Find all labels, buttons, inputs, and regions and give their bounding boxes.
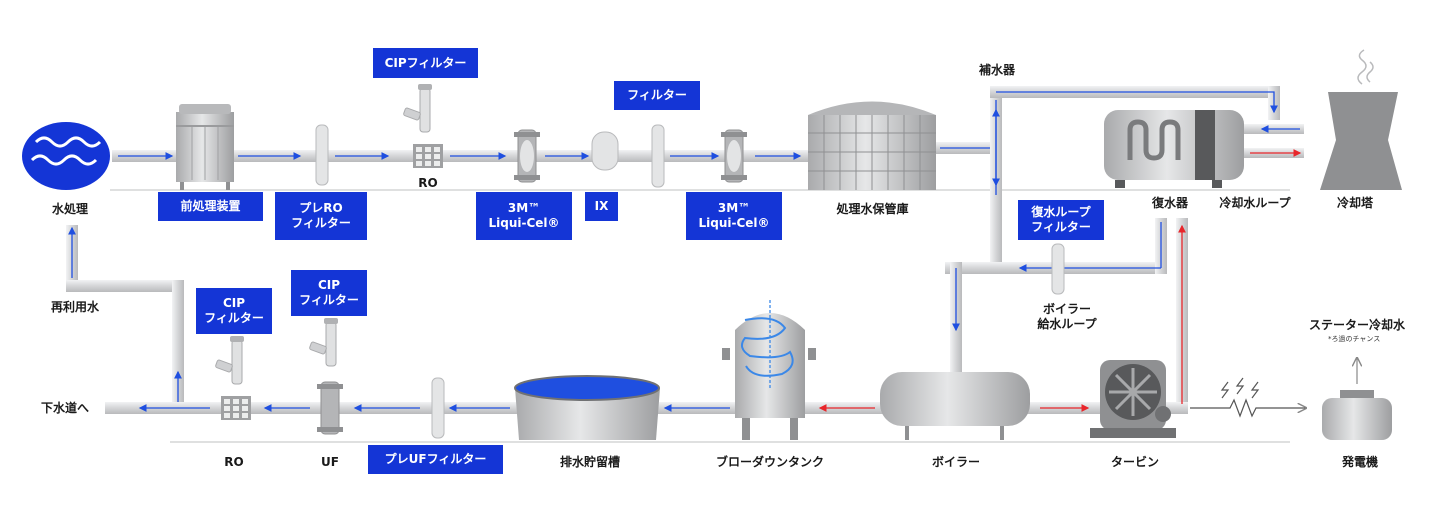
generator-unit [1322, 390, 1392, 440]
water-waves-icon [22, 122, 110, 190]
tag-text-line2: Liqui-Cel® [488, 216, 560, 230]
label-to-sewer: 下水道へ [40, 401, 89, 415]
condenser-unit [1104, 110, 1244, 188]
label-ro-top: RO [418, 176, 438, 190]
tag-text-line1: CIP [317, 278, 341, 292]
cip-filter-cartridge-uf [309, 318, 338, 367]
tag-text-line1: 復水ループ [1031, 205, 1091, 219]
label-boiler-feed-loop: ボイラー 給水ループ [1022, 302, 1112, 332]
label-condenser: 復水器 [1151, 196, 1188, 210]
pretreatment-tank [176, 104, 234, 190]
tag-text-line1: CIP [222, 296, 246, 310]
label-boiler-feed-line2: 給水ループ [1037, 317, 1097, 331]
label-stator-cooling: ステーター冷却水 [1308, 318, 1405, 332]
label-water-treatment: 水処理 [51, 202, 88, 216]
tag-text: プレUFフィルター [384, 452, 487, 466]
uf-unit [317, 381, 343, 435]
pre-ro-filter-cartridge [315, 124, 329, 186]
label-blowdown-tank: ブローダウンタンク [715, 455, 824, 469]
tag-text-line2: フィルター [291, 216, 351, 230]
tag-text: 前処理装置 [180, 199, 241, 213]
tag-cip-filter-uf: CIP フィルター [291, 270, 367, 316]
tag-text-line1: 3M™ [717, 201, 751, 215]
label-turbine: タービン [1110, 455, 1159, 469]
tag-cip-filter-ro: CIP フィルター [196, 288, 272, 334]
tag-text: IX [594, 199, 609, 213]
label-uf: UF [321, 455, 339, 469]
tag-text-line2: フィルター [1031, 220, 1091, 234]
tag-cip-filter-top: CIPフィルター [373, 48, 478, 78]
drain-tank [514, 375, 660, 440]
tag-text-line1: 3M™ [507, 201, 541, 215]
label-generator: 発電機 [1341, 455, 1378, 469]
reuse-pipe [66, 225, 184, 408]
label-drain-tank: 排水貯留槽 [559, 455, 620, 469]
cooling-tower [1320, 92, 1402, 190]
tag-liquicel-2: 3M™ Liqui-Cel® [686, 192, 782, 240]
tag-pre-uf-filter: プレUFフィルター [368, 445, 503, 474]
tag-liquicel-1: 3M™ Liqui-Cel® [476, 192, 572, 240]
treated-water-storage-tank [808, 101, 936, 190]
tag-text-line1: プレRO [299, 201, 343, 215]
tag-text-line2: フィルター [204, 311, 264, 325]
label-cooling-loop: 冷却水ループ [1219, 196, 1291, 210]
liquicel-contactor-2 [721, 129, 747, 183]
filter-cartridge [651, 124, 665, 188]
cip-filter-cartridge-ro [215, 336, 244, 385]
tag-ix: IX [585, 192, 618, 221]
label-ro-bottom: RO [224, 455, 244, 469]
liquicel-contactor-1 [514, 129, 540, 183]
label-boiler: ボイラー [931, 455, 980, 469]
tag-pretreatment: 前処理装置 [158, 192, 263, 221]
tag-text-line2: Liqui-Cel® [698, 216, 770, 230]
tag-text: フィルター [627, 88, 687, 102]
ix-unit [591, 131, 619, 171]
lightning-icon [1190, 377, 1306, 418]
label-treated-storage: 処理水保管庫 [836, 202, 909, 216]
label-stator-note: *ろ過のチャンス [1328, 335, 1381, 343]
condensate-loop-filter [1051, 243, 1065, 295]
tag-condensate-loop-filter: 復水ループ フィルター [1018, 200, 1104, 240]
top-flow-arrows [118, 147, 992, 160]
makeup-flow-arrows [952, 91, 1278, 332]
cip-filter-cartridge-top [403, 84, 432, 133]
label-cooling-tower: 冷却塔 [1336, 196, 1373, 210]
ro-unit-bottom [221, 396, 251, 420]
tag-text: CIPフィルター [384, 55, 467, 70]
tag-pre-ro-filter: プレRO フィルター [275, 192, 367, 240]
blowdown-tank [722, 300, 816, 440]
tag-text-line2: フィルター [299, 293, 359, 307]
label-reuse-water: 再利用水 [50, 300, 99, 314]
label-boiler-feed-line1: ボイラー [1042, 302, 1091, 316]
pre-uf-filter-cartridge [431, 377, 445, 439]
tag-filter: フィルター [614, 81, 700, 110]
label-makeup-water: 補水器 [978, 63, 1015, 77]
turbine-unit [1090, 360, 1176, 438]
boiler-vessel [880, 372, 1030, 440]
steam-icon [1357, 49, 1374, 85]
ro-unit-top [413, 144, 443, 168]
